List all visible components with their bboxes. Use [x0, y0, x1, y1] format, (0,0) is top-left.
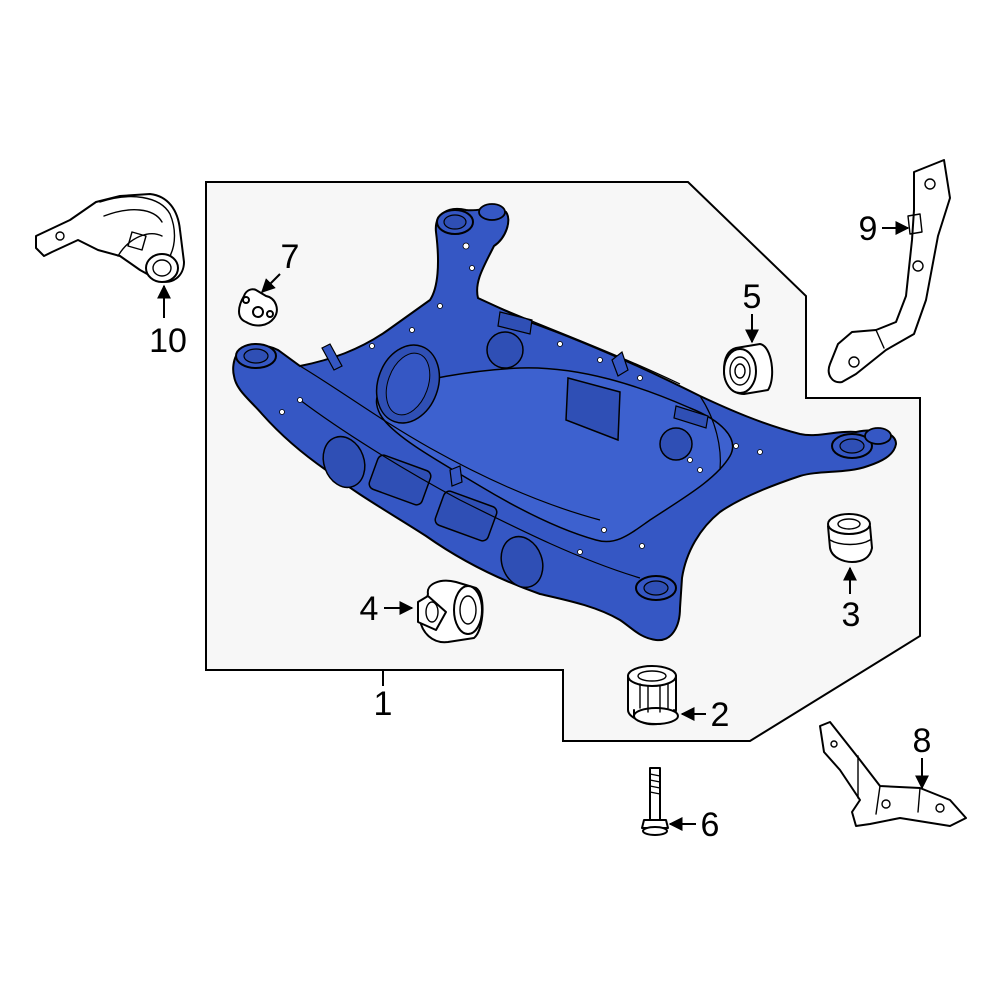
callout-8: 8 — [913, 722, 932, 760]
part-10-hose[interactable] — [35, 193, 185, 283]
callout-3: 3 — [842, 596, 861, 634]
callout-2: 2 — [711, 696, 730, 734]
subframe-inner-recess — [375, 367, 734, 543]
subframe-crossmember[interactable] — [232, 203, 898, 642]
callout-10: 10 — [149, 322, 187, 360]
part-3-bushing[interactable] — [827, 513, 873, 563]
part-4-bushing[interactable] — [417, 579, 484, 644]
part-6-bolt[interactable] — [641, 767, 669, 836]
leader-7 — [261, 273, 281, 293]
callout-9: 9 — [859, 210, 878, 248]
callout-5: 5 — [743, 278, 762, 316]
callout-1: 1 — [374, 685, 393, 723]
part-5-bushing[interactable] — [723, 343, 774, 395]
part-8-bracket[interactable] — [819, 721, 967, 827]
part-2-bushing[interactable] — [627, 665, 679, 726]
callout-6: 6 — [701, 806, 720, 844]
callout-7: 7 — [281, 238, 300, 276]
part-9-strap[interactable] — [827, 159, 951, 384]
callout-4: 4 — [360, 590, 379, 628]
part-7-plate[interactable] — [238, 288, 278, 327]
